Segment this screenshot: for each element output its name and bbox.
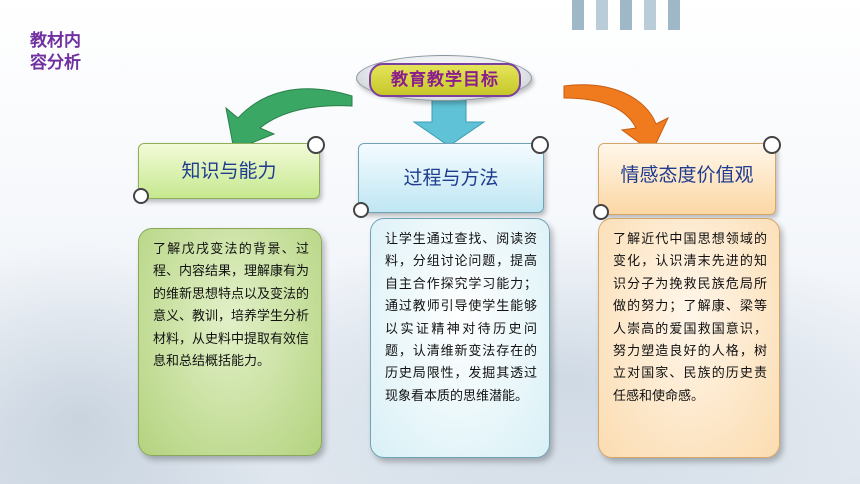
corner-title-line-1: 教材内	[30, 31, 81, 51]
scroll-roll-icon	[133, 188, 149, 204]
scroll-roll-icon	[531, 136, 549, 154]
decor-stripe	[668, 0, 680, 30]
section-header-label: 情感态度价值观	[620, 164, 754, 186]
section-body-values: 了解近代中国思想领域的变化，认识清末先进的知识分子为挽救民族危局所做的努力；了解…	[598, 218, 780, 458]
scroll-roll-icon	[307, 136, 325, 154]
decor-stripe	[620, 0, 632, 30]
left-curved-arrow-icon	[225, 88, 353, 151]
scroll-roll-icon	[593, 204, 609, 220]
right-curved-arrow-icon	[563, 84, 670, 153]
section-header-process: 过程与方法	[353, 136, 549, 218]
section-body-knowledge: 了解戊戌变法的背景、过程、内容结果，理解康有为的维新思想特点以及变法的意义、教训…	[138, 228, 322, 456]
corner-title-line-2: 容分析	[30, 53, 81, 73]
scroll-roll-icon	[763, 136, 781, 154]
decor-stripe	[644, 0, 656, 30]
section-header-knowledge: 知识与能力	[133, 136, 325, 204]
section-header-values: 情感态度价值观	[593, 136, 781, 220]
decor-stripe	[596, 0, 608, 30]
center-title: 教育教学目标	[369, 63, 521, 97]
down-arrow-icon	[412, 99, 486, 147]
scroll-roll-icon	[353, 202, 369, 218]
center-title-oval: 教育教学目标	[356, 55, 532, 101]
corner-title: 教材内 容分析	[30, 30, 100, 74]
decor-stripe	[572, 0, 584, 30]
section-body-process: 让学生通过查找、阅读资料，分组讨论问题，提高自主合作探究学习能力；通过教师引导使…	[370, 218, 550, 458]
section-header-label: 过程与方法	[403, 167, 499, 189]
section-header-label: 知识与能力	[181, 160, 277, 182]
